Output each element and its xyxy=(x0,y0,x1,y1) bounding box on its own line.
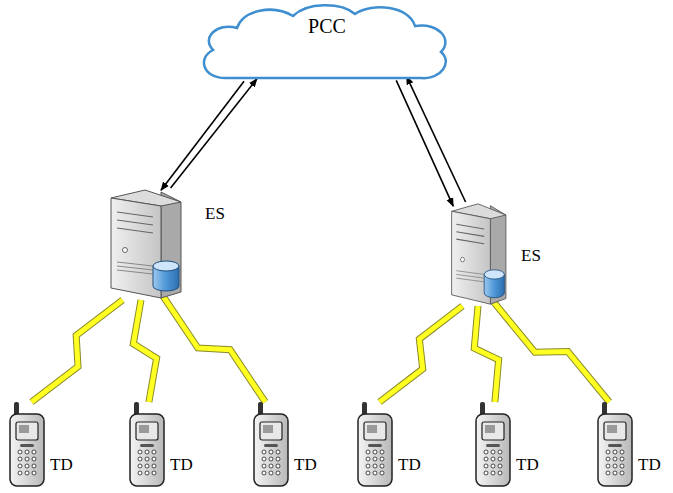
phone-icon xyxy=(358,402,392,486)
arrow-line xyxy=(171,79,257,188)
terminal-device: TD xyxy=(128,402,166,488)
terminal-device: TD xyxy=(8,402,46,488)
wireless-link xyxy=(380,306,463,402)
bolt-fill xyxy=(494,302,610,402)
bolt-outline xyxy=(163,296,266,402)
arrow-line xyxy=(396,80,453,206)
phone-shape xyxy=(252,402,290,488)
device-label: TD xyxy=(638,455,661,475)
phone-shape xyxy=(8,402,46,488)
bolt-fill xyxy=(474,306,498,402)
edge-server: ES xyxy=(447,202,509,306)
wireless-link xyxy=(32,300,123,402)
server-shape xyxy=(105,188,185,300)
terminal-device: TD xyxy=(252,402,290,488)
bolt-outline xyxy=(494,302,610,402)
bolt-fill xyxy=(163,296,266,402)
bolt-fill xyxy=(32,300,123,402)
arrow-line xyxy=(407,76,466,202)
device-label: TD xyxy=(170,455,193,475)
cloud-shape xyxy=(195,2,453,82)
terminal-device: TD xyxy=(596,402,634,488)
wireless-link xyxy=(163,296,266,402)
device-label: TD xyxy=(50,455,73,475)
phone-icon xyxy=(10,402,44,486)
wireless-link xyxy=(494,302,610,402)
bolt-outline xyxy=(133,300,156,402)
phone-shape xyxy=(596,402,634,488)
phone-icon xyxy=(598,402,632,486)
cloud-label: PCC xyxy=(201,15,453,38)
bolt-outline xyxy=(32,300,123,402)
edge-server: ES xyxy=(105,188,185,300)
phone-shape xyxy=(474,402,512,488)
phone-shape xyxy=(356,402,394,488)
arrow-link xyxy=(407,76,466,202)
wireless-link xyxy=(133,300,156,402)
terminal-device: TD xyxy=(474,402,512,488)
arrow-link xyxy=(396,80,453,206)
bolt-fill xyxy=(133,300,156,402)
device-label: TD xyxy=(398,455,421,475)
terminal-device: TD xyxy=(356,402,394,488)
arrow-link xyxy=(161,81,244,190)
arrow-line xyxy=(161,81,244,190)
phone-icon xyxy=(254,402,288,486)
wireless-link xyxy=(474,306,498,402)
phone-icon xyxy=(130,402,164,486)
bolt-fill xyxy=(380,306,463,402)
arrow-link xyxy=(171,79,257,188)
cloud-node: PCC xyxy=(195,2,453,82)
device-label: TD xyxy=(516,455,539,475)
server-label: ES xyxy=(205,204,225,224)
bolt-outline xyxy=(474,306,498,402)
server-icon xyxy=(111,190,181,298)
server-shape xyxy=(447,202,509,306)
server-icon xyxy=(452,204,506,304)
device-label: TD xyxy=(294,455,317,475)
phone-shape xyxy=(128,402,166,488)
server-label: ES xyxy=(521,246,541,266)
bolt-outline xyxy=(380,306,463,402)
phone-icon xyxy=(476,402,510,486)
